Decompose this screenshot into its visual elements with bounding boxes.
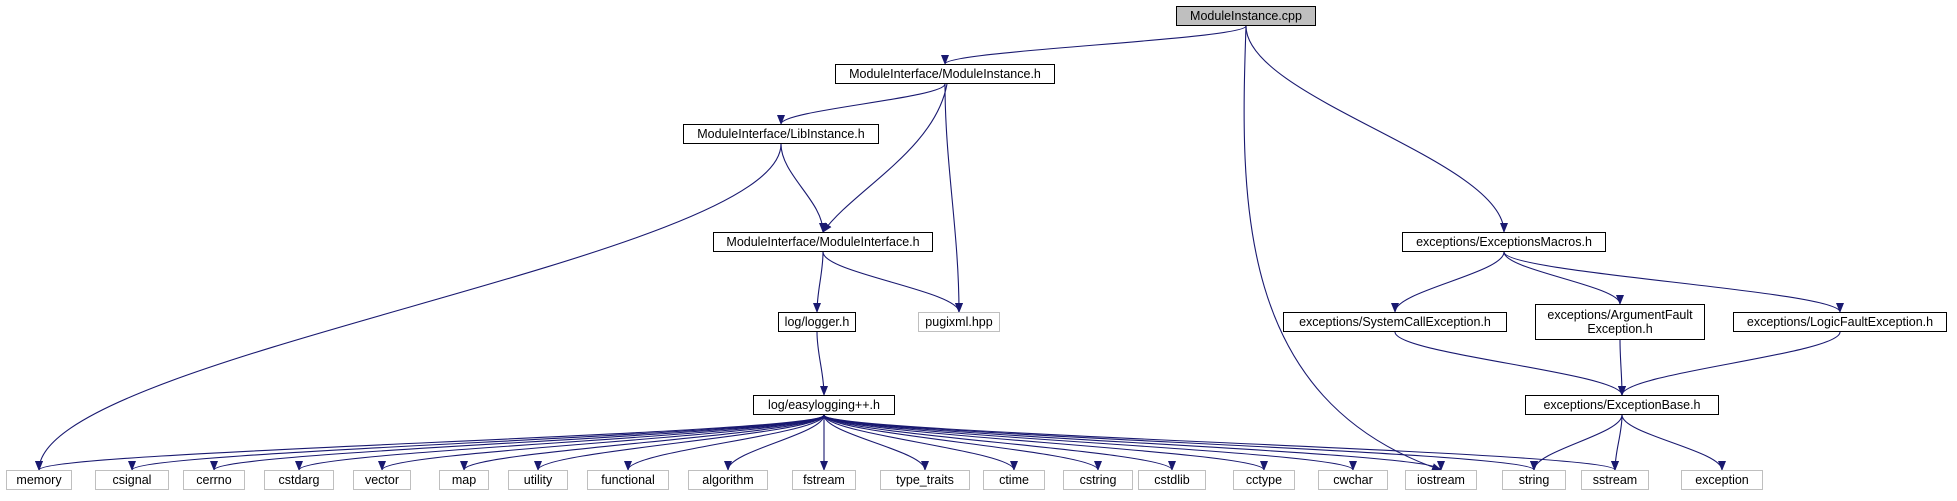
edge-mif-to-pugi bbox=[822, 251, 963, 313]
node-moduleinterface-moduleinterface-h[interactable]: ModuleInterface/ModuleInterface.h bbox=[713, 232, 933, 252]
edge-lib-to-memory bbox=[35, 143, 782, 471]
node-cctype: cctype bbox=[1233, 470, 1295, 490]
node-cstdlib: cstdlib bbox=[1138, 470, 1206, 490]
node-map: map bbox=[439, 470, 489, 490]
edge-exbase-to-exception bbox=[1621, 414, 1726, 471]
edge-exbase-to-string bbox=[1530, 414, 1623, 471]
edge-exmac-to-logicfault bbox=[1503, 251, 1844, 313]
edge-easy-to-cwchar bbox=[823, 414, 1357, 471]
node-ctime: ctime bbox=[983, 470, 1045, 490]
node-moduleinterface-libinstance-h[interactable]: ModuleInterface/LibInstance.h bbox=[683, 124, 879, 144]
node-algorithm: algorithm bbox=[688, 470, 768, 490]
node-fstream: fstream bbox=[792, 470, 856, 490]
edge-root-to-iostream bbox=[1243, 25, 1442, 471]
node-exceptions-systemcallexception-h[interactable]: exceptions/SystemCallException.h bbox=[1283, 312, 1507, 332]
node-iostream: iostream bbox=[1405, 470, 1477, 490]
node-memory: memory bbox=[6, 470, 72, 490]
edge-root-to-mi_h bbox=[941, 25, 1247, 65]
edge-mi_h-to-lib bbox=[777, 83, 946, 125]
node-cstdarg: cstdarg bbox=[264, 470, 334, 490]
edge-easy-to-memory bbox=[35, 414, 825, 471]
edge-easy-to-cerrno bbox=[210, 414, 825, 471]
edge-easy-to-vector bbox=[378, 414, 825, 471]
edge-easy-to-ctime bbox=[823, 414, 1018, 471]
edge-easy-to-type_traits bbox=[823, 414, 929, 471]
node-vector: vector bbox=[353, 470, 411, 490]
node-utility: utility bbox=[508, 470, 568, 490]
edge-mif-to-logger bbox=[813, 251, 824, 313]
edge-easy-to-sstream bbox=[823, 414, 1619, 471]
edge-argfault-to-exbase bbox=[1617, 339, 1626, 396]
edge-easy-to-utility bbox=[534, 414, 825, 471]
node-cerrno: cerrno bbox=[183, 470, 245, 490]
node-cwchar: cwchar bbox=[1318, 470, 1388, 490]
edge-logicfault-to-exbase bbox=[1618, 331, 1841, 396]
node-exceptions-exceptionbase-h[interactable]: exceptions/ExceptionBase.h bbox=[1525, 395, 1719, 415]
edge-exmac-to-argfault bbox=[1503, 251, 1624, 305]
edge-exmac-to-syscall bbox=[1391, 251, 1505, 313]
edge-logger-to-easy bbox=[816, 331, 828, 396]
edge-mi_h-to-mif bbox=[822, 83, 948, 233]
edge-easy-to-cstring bbox=[823, 414, 1102, 471]
edge-root-to-exmac bbox=[1245, 25, 1508, 233]
node-exceptions-argumentfaultexception-h[interactable]: exceptions/ArgumentFault Exception.h bbox=[1535, 304, 1705, 340]
node-moduleinstance-cpp[interactable]: ModuleInstance.cpp bbox=[1176, 6, 1316, 26]
edge-lib-to-mif bbox=[780, 143, 827, 233]
edge-easy-to-iostream bbox=[823, 414, 1445, 471]
edge-easy-to-cstdlib bbox=[823, 414, 1176, 471]
node-functional: functional bbox=[587, 470, 669, 490]
edge-easy-to-cstdarg bbox=[295, 414, 825, 471]
node-csignal: csignal bbox=[95, 470, 169, 490]
edge-easy-to-algorithm bbox=[724, 414, 825, 471]
node-pugixml-hpp: pugixml.hpp bbox=[918, 312, 1000, 332]
edge-exbase-to-sstream bbox=[1611, 414, 1623, 471]
node-moduleinterface-moduleinstance-h[interactable]: ModuleInterface/ModuleInstance.h bbox=[835, 64, 1055, 84]
edge-mi_h-to-pugi bbox=[944, 83, 963, 313]
node-sstream: sstream bbox=[1581, 470, 1649, 490]
edge-easy-to-string bbox=[823, 414, 1538, 471]
node-log-logger-h[interactable]: log/logger.h bbox=[778, 312, 856, 332]
node-exceptions-exceptionsmacros-h[interactable]: exceptions/ExceptionsMacros.h bbox=[1402, 232, 1606, 252]
edge-easy-to-functional bbox=[624, 414, 825, 471]
node-exception: exception bbox=[1681, 470, 1763, 490]
node-cstring: cstring bbox=[1063, 470, 1133, 490]
dependency-edges bbox=[35, 25, 1844, 471]
edge-easy-to-cctype bbox=[823, 414, 1268, 471]
edge-easy-to-csignal bbox=[128, 414, 825, 471]
edge-syscall-to-exbase bbox=[1394, 331, 1626, 396]
node-string: string bbox=[1502, 470, 1566, 490]
node-exceptions-logicfaultexception-h[interactable]: exceptions/LogicFaultException.h bbox=[1733, 312, 1947, 332]
node-log-easylogging-h[interactable]: log/easylogging++.h bbox=[753, 395, 895, 415]
node-type-traits: type_traits bbox=[880, 470, 970, 490]
edge-easy-to-map bbox=[460, 414, 825, 471]
